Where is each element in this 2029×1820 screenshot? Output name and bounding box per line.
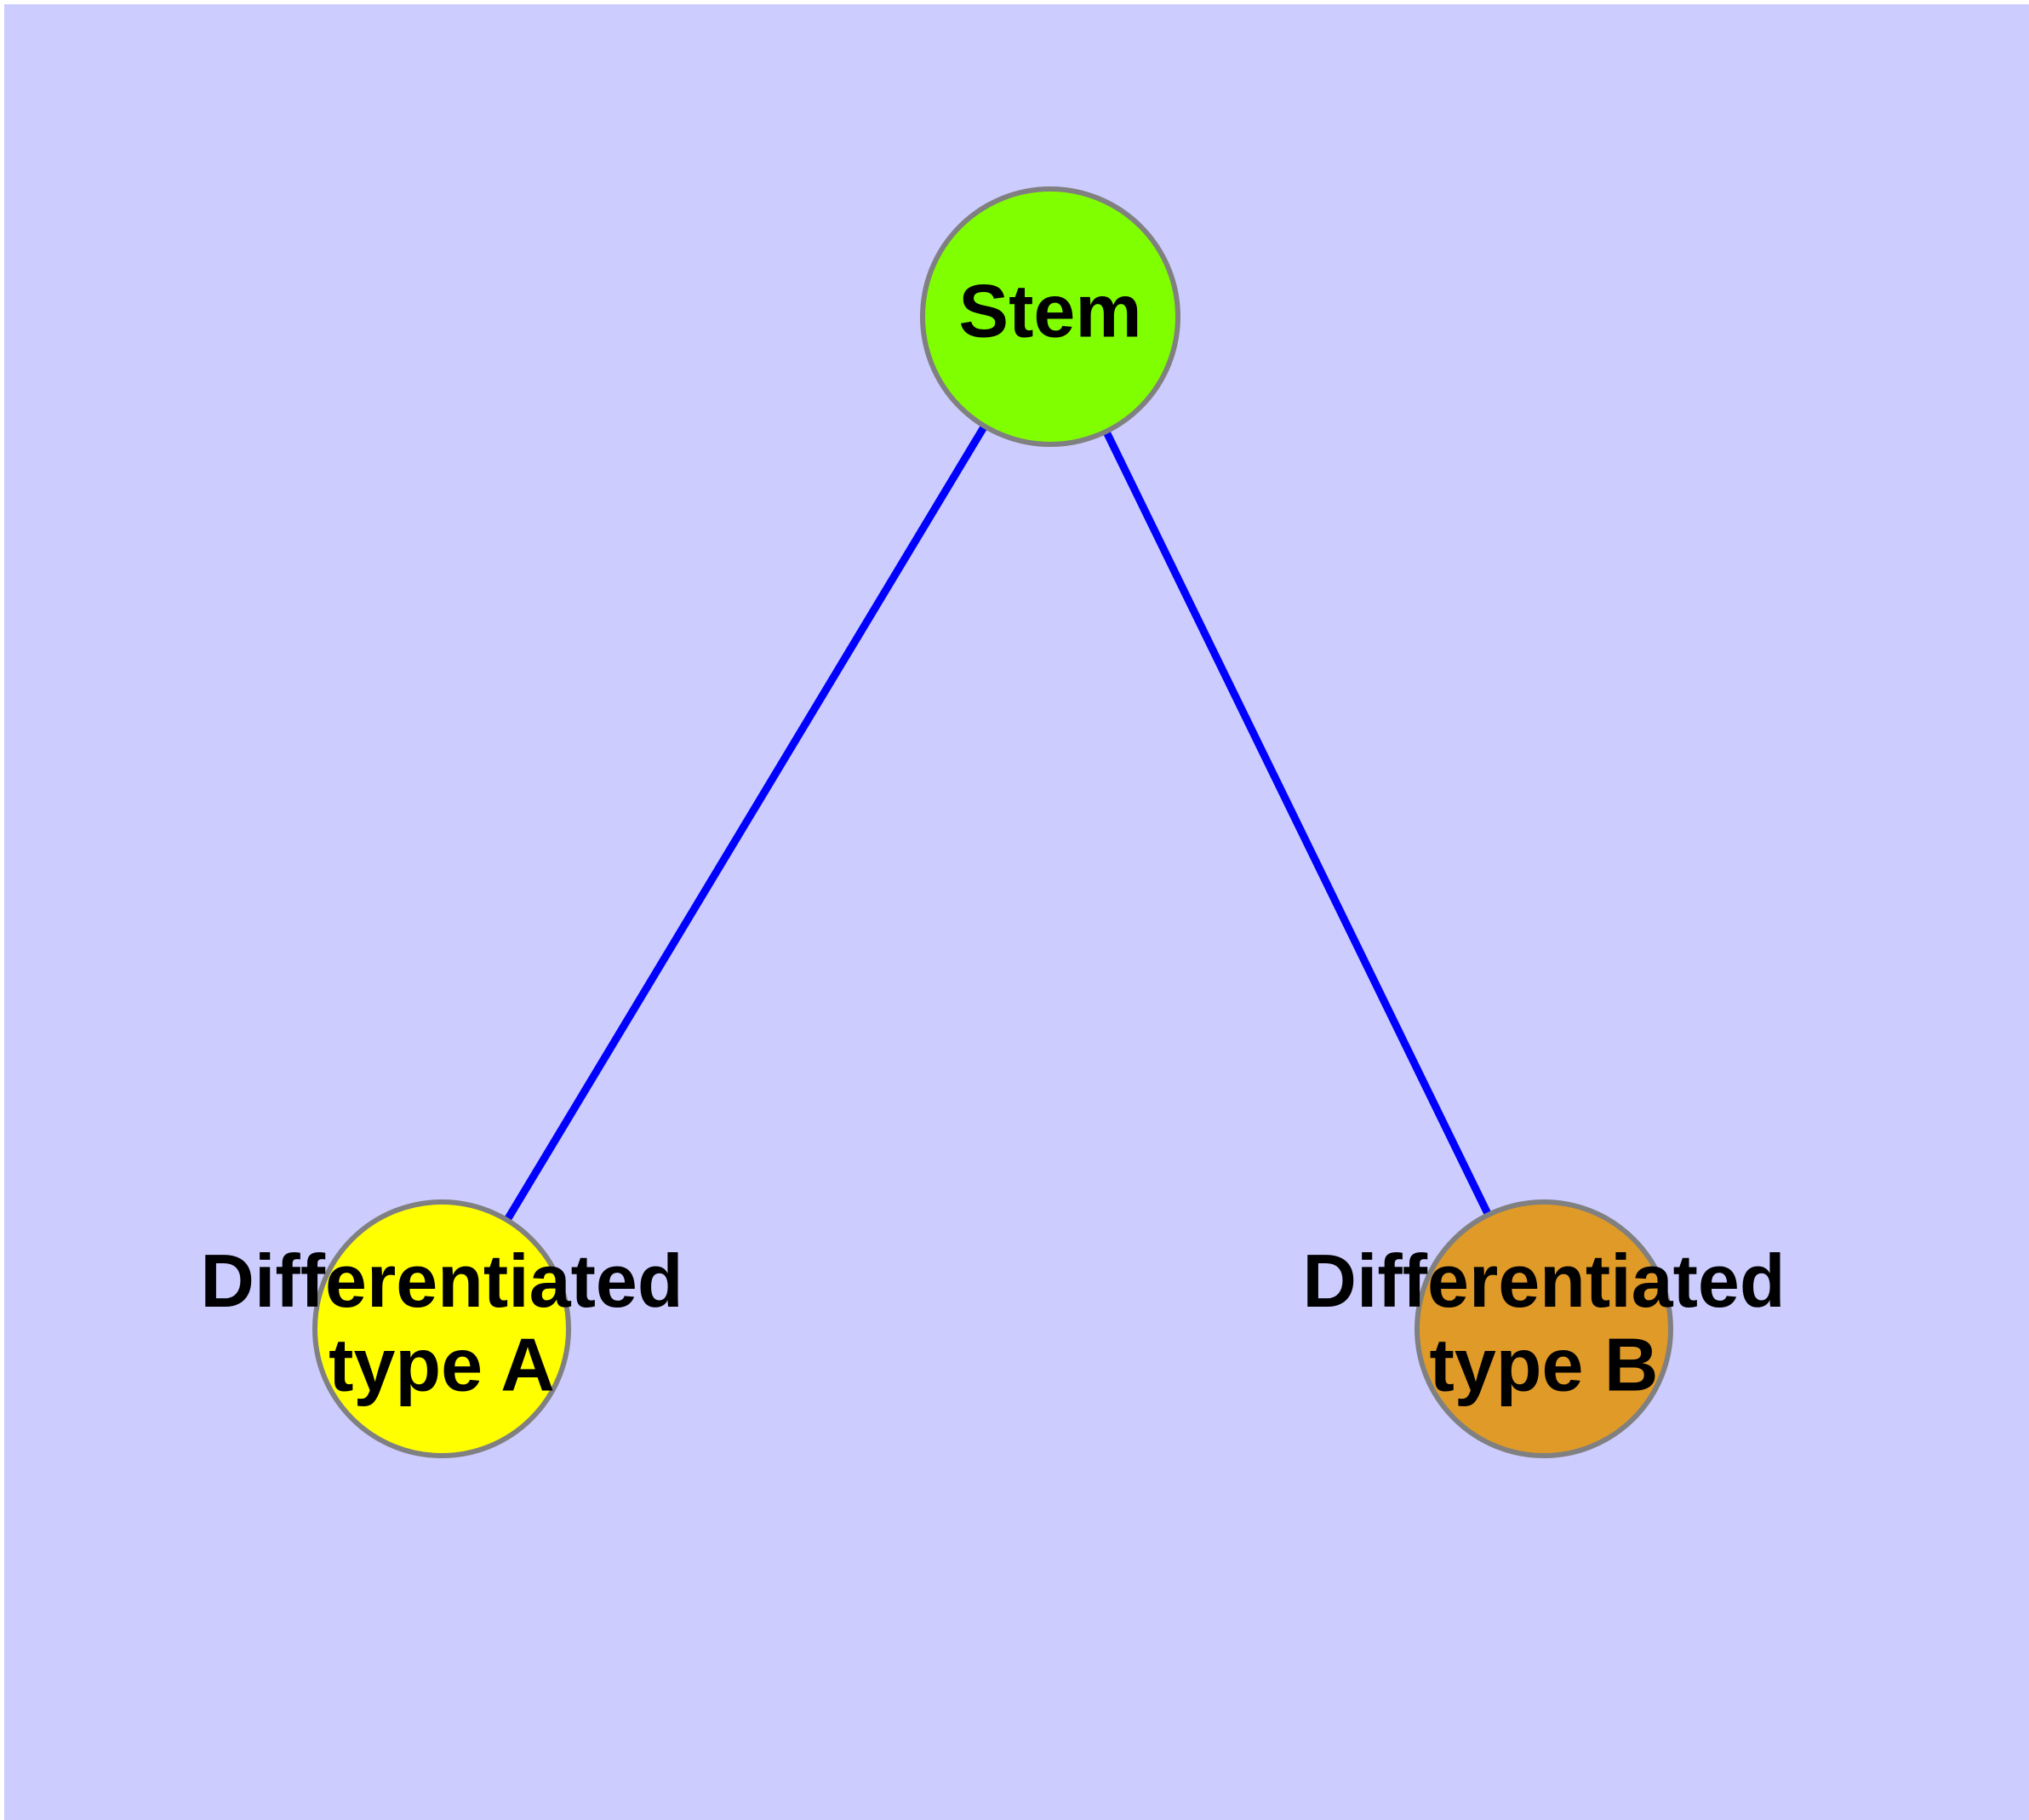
- node-diff_a[interactable]: [312, 1199, 571, 1458]
- edges-layer: [438, 314, 1548, 1331]
- node-diff_b[interactable]: [1415, 1199, 1673, 1458]
- edge-stem-diff-b[interactable]: [1046, 315, 1548, 1331]
- node-label-line: Differentiated: [200, 1239, 683, 1323]
- node-stem[interactable]: [920, 186, 1180, 447]
- node-label-line: type B: [1430, 1323, 1659, 1407]
- edge-stem-diff-a[interactable]: [438, 314, 1054, 1331]
- node-label-line: Stem: [958, 268, 1141, 352]
- node-label-line: type A: [329, 1323, 555, 1407]
- nodes-layer: [312, 186, 1673, 1458]
- node-label-line: Differentiated: [1302, 1239, 1785, 1323]
- node-label-stem: Stem: [958, 268, 1141, 352]
